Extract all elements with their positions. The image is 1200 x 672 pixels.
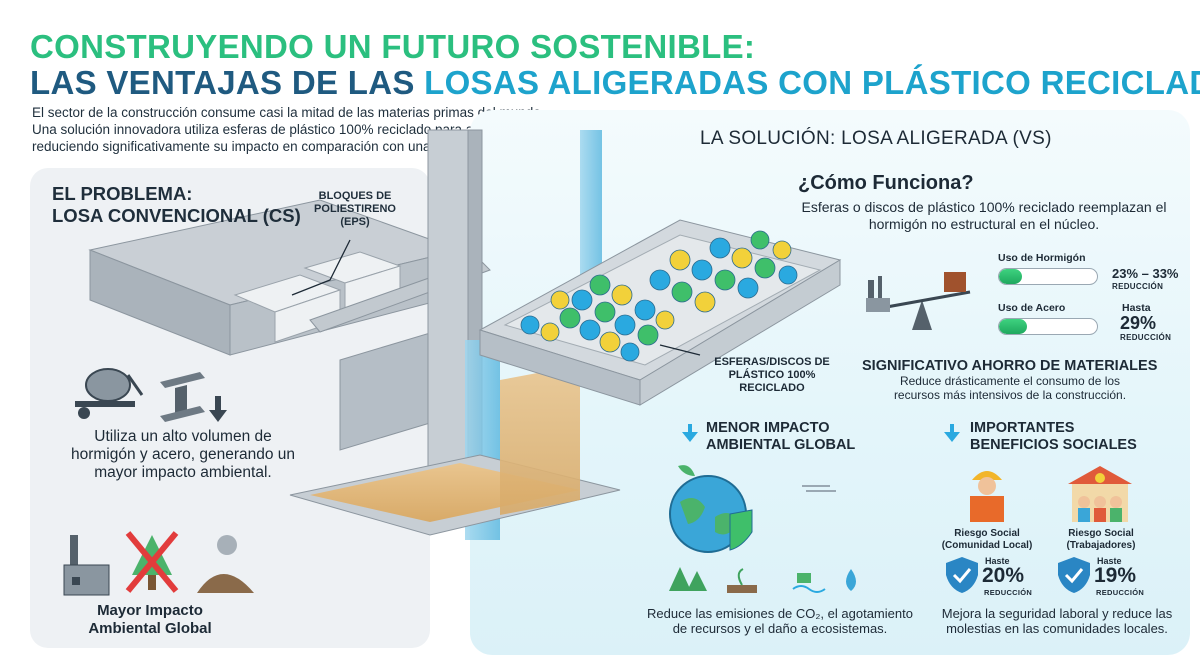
balance-scale-icon [866, 272, 971, 330]
trees-icon [669, 567, 707, 591]
steel-usage-sub: REDUCCIÓN [1120, 333, 1172, 342]
environment-description: Reduce las emisiones de CO₂, el agotamie… [647, 606, 913, 636]
title-line-1: CONSTRUYENDO UN FUTURO SOSTENIBLE: [30, 28, 756, 65]
title-line-2-prefix: LAS VENTAJAS DE LAS [30, 64, 425, 101]
risk-workers-value: 19% [1094, 564, 1137, 587]
problem-title-line-2: LOSA CONVENCIONAL (CS) [52, 205, 301, 226]
water-drop-icon [846, 569, 856, 591]
water-icon [792, 573, 826, 593]
concrete-mixer-icon [75, 368, 144, 419]
arrow-down-icon [944, 424, 960, 442]
steel-usage-bar-fill [999, 319, 1028, 334]
steel-usage-bar [998, 318, 1098, 335]
arrow-down-icon [682, 424, 698, 442]
risk-community-sub: REDUCCIÓN [984, 588, 1033, 597]
solution-title: LA SOLUCIÓN: LOSA ALIGERADA (VS) [700, 128, 1052, 149]
risk-workers-label: Riesgo Social (Trabajadores) [1066, 528, 1136, 551]
social-description: Mejora la seguridad laboral y reduce las… [941, 606, 1173, 636]
slab-structure-illustration [88, 129, 842, 540]
concrete-usage-value: 23% – 33% [1112, 266, 1179, 281]
steel-usage-prefix: Hasta [1122, 302, 1151, 314]
problem-impact-label: Mayor Impacto Ambiental Global [88, 602, 212, 637]
risk-workers-sub: REDUCCIÓN [1096, 588, 1145, 597]
concrete-usage-bar [998, 268, 1098, 285]
problem-title-line-1: EL PROBLEMA: [52, 183, 193, 204]
environment-title: MENOR IMPACTO AMBIENTAL GLOBAL [706, 420, 856, 453]
risk-community-prefix: Haste [985, 556, 1010, 566]
spheres-label: ESFERAS/DISCOS DE PLÁSTICO 100% RECICLAD… [714, 356, 830, 394]
title-line-2-highlight: LOSAS ALIGERADAS CON PLÁSTICO RECICLADO [424, 64, 1200, 101]
steel-usage-label: Uso de Acero [998, 302, 1066, 314]
title-line-2: LAS VENTAJAS DE LAS LOSAS ALIGERADAS CON… [30, 64, 1200, 102]
factory-icon [63, 535, 110, 596]
how-it-works-description: Esferas o discos de plástico 100% recicl… [801, 199, 1167, 232]
concrete-usage-bar-fill [999, 269, 1022, 284]
eps-blocks-label: BLOQUES DE POLIESTIRENO (EPS) [314, 190, 396, 228]
savings-title: SIGNIFICATIVO AHORRO DE MATERIALES [862, 358, 1158, 374]
waste-pile-icon [197, 535, 254, 593]
deforestation-icon [125, 531, 179, 593]
steel-usage-value: 29% [1120, 313, 1157, 333]
wind-icon [802, 485, 836, 492]
community-icon [1068, 466, 1132, 522]
pollution-icons [63, 531, 254, 596]
risk-workers-prefix: Haste [1097, 556, 1122, 566]
problem-title: EL PROBLEMA: LOSA CONVENCIONAL (CS) [52, 183, 301, 227]
concrete-usage-sub: REDUCCIÓN [1112, 282, 1164, 291]
social-title: IMPORTANTES BENEFICIOS SOCIALES [970, 420, 1137, 453]
shield-check-icon [946, 557, 978, 593]
problem-description: Utiliza un alto volumen de hormigón y ac… [70, 428, 296, 481]
steel-beam-down-icon [160, 372, 227, 422]
concrete-usage-label: Uso de Hormigón [998, 252, 1086, 264]
risk-community-label: Riesgo Social (Comunidad Local) [941, 528, 1033, 551]
worker-icon [970, 471, 1004, 522]
savings-description: Reduce drásticamente el consumo de los r… [893, 374, 1127, 402]
risk-community-value: 20% [982, 564, 1025, 587]
ecosystem-icons [669, 567, 856, 593]
shield-check-icon [1058, 557, 1090, 593]
plant-soil-icon [727, 568, 757, 593]
earth-shield-icon [669, 465, 753, 553]
how-it-works-title: ¿Cómo Funciona? [798, 172, 974, 194]
